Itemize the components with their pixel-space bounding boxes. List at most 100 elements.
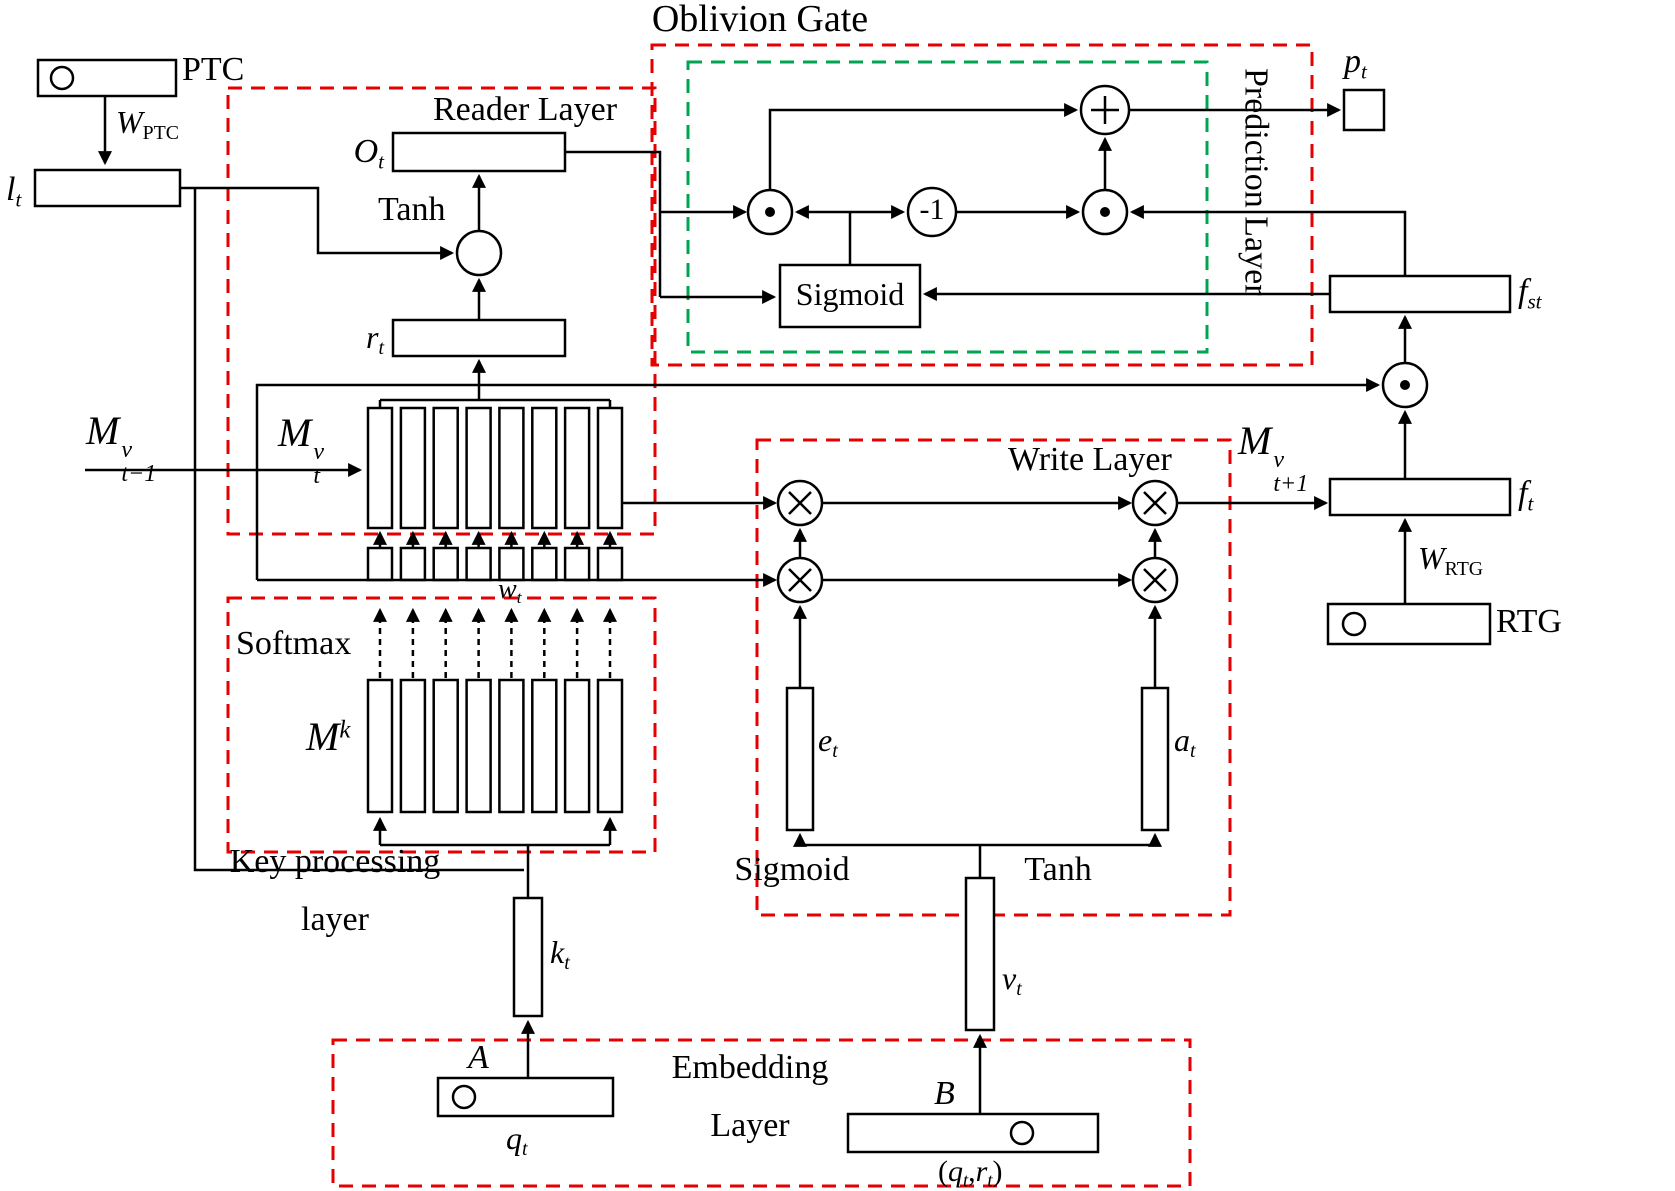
label-reader-layer: Reader Layer [433,91,618,128]
hadamard-dot [1100,207,1110,217]
mv-top-collector [378,398,612,408]
negate-op-icon [906,186,958,238]
label-oblivion-sigmoid: Sigmoid [795,276,905,312]
wire-fst-to-odot-right [1129,205,1407,276]
memory-value-slot [366,406,394,530]
label-fst: fst [1518,273,1542,314]
attention-weight-slot [399,546,427,582]
lt-vector-box [33,168,182,208]
wire-wt-to-fst-mult [255,378,1381,580]
label-ot: Ot [353,133,384,174]
memory-value-slot [596,406,624,530]
wire-odot-left-to-oplus [768,103,1079,190]
memory-key-slot [563,678,591,814]
label-prediction-layer: Prediction Layer [1237,68,1275,296]
label-embed-a: A [468,1039,489,1076]
label-embedding-1: Embedding [671,1049,829,1086]
label-w-ptc: WPTC [116,104,180,144]
label-tanh-reader: Tanh [378,191,446,228]
attention-weight-row [366,546,624,582]
memory-value-slot [465,406,492,530]
attention-weight-slot [432,546,459,582]
x-glyph [788,491,812,515]
wire-ot-out [565,150,662,297]
kt-vector-rect [512,896,544,1018]
ft-vector-box [1328,477,1512,517]
oblivion-sigmoid-box [778,263,922,329]
label-et: et [818,722,838,762]
a-marker-circle [451,1084,477,1110]
vt-vector-rect [964,876,996,1032]
label-at: at [1174,722,1196,762]
pt-output-box [1342,88,1386,132]
memory-value-slot [432,406,459,530]
hadamard-dot [1400,380,1410,390]
ot-vector-box [391,131,567,173]
plus-glyph [1091,96,1119,124]
attention-weight-slot [563,546,591,582]
operators [455,84,1429,604]
b-marker-circle [1009,1120,1035,1146]
label-rt: rt [366,319,384,359]
label-qt: qt [506,1120,528,1160]
rtg-marker-circle [1341,611,1367,637]
memory-key-slot [399,678,427,814]
label-vt: vt [1002,960,1022,1000]
wire-lt-to-tanh [180,186,455,260]
label-write-tanh: Tanh [1024,851,1092,888]
attention-weight-slot [531,546,558,582]
label-qt-rt: (qt,rt) [938,1155,1003,1191]
wire-lt-to-kt [193,188,524,872]
label-rtg: RTG [1496,603,1562,640]
bank-arrows [373,530,617,678]
x-glyph [788,568,812,592]
embedding-layer-box [331,1038,1192,1188]
label-lt: lt [6,171,22,212]
label-pt: pt [1344,43,1367,84]
memory-key-bank [366,678,624,814]
attention-weight-slot [366,546,394,582]
label-key-processing-2: layer [301,901,369,938]
attention-weight-slot [465,546,492,582]
memory-key-slot [432,678,459,814]
memory-key-slot [531,678,558,814]
oblivion-gate-box [686,60,1209,354]
memory-key-slot [498,678,525,814]
ptc-marker-circle [49,65,75,91]
et-vector-rect [785,686,815,832]
fst-vector-box [1328,274,1512,314]
x-glyph [1143,568,1167,592]
memory-value-slot [563,406,591,530]
label-wt: wt [498,574,522,608]
wires [85,96,1412,1114]
memory-key-slot [366,678,394,814]
memory-value-slot [399,406,427,530]
label-ptc: PTC [182,51,245,88]
label-write-sigmoid: Sigmoid [734,851,850,888]
memory-value-slot [531,406,558,530]
label-embedding-2: Layer [710,1107,790,1144]
memory-key-slot [465,678,492,814]
at-vector-rect [1140,686,1170,832]
label-write-layer: Write Layer [1008,441,1172,478]
embedding-b-box [846,1112,1100,1154]
solid-boxes [33,58,1512,1154]
attention-weight-slot [596,546,624,582]
tanh-op-icon [455,229,503,277]
label-w-rtg: WRTG [1418,540,1484,580]
diagram-title: Oblivion Gate [651,0,869,40]
label-kt: kt [550,934,570,974]
hadamard-dot [765,207,775,217]
rt-vector-box [391,318,567,358]
label-embed-b: B [934,1075,955,1112]
wire-vt-split [800,843,1155,878]
memory-banks [366,406,624,814]
label-softmax: Softmax [236,625,352,662]
label-neg-one: -1 [919,193,945,226]
label-key-processing-1: Key processing [229,843,441,880]
